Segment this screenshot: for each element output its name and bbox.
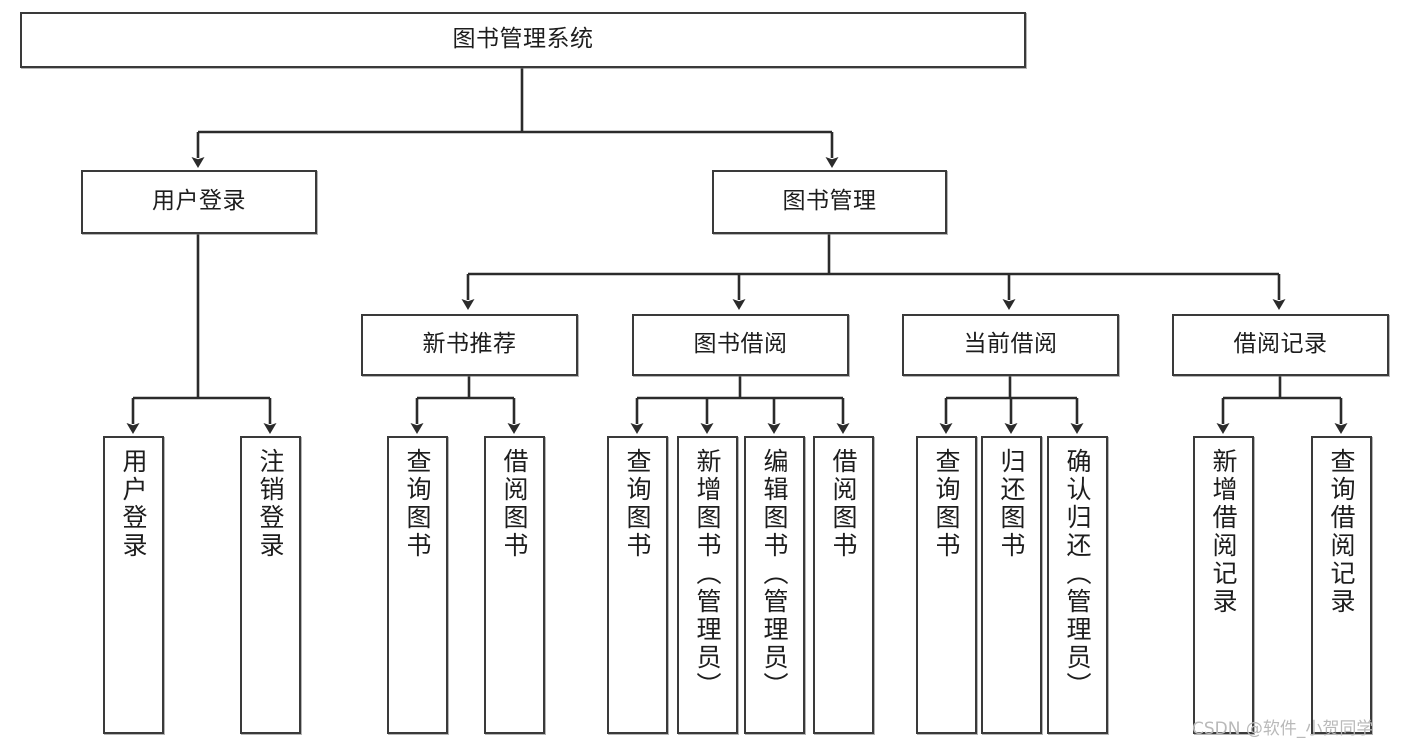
node-label: 查询借阅记录 — [1327, 448, 1356, 616]
node-leaf-query-record[interactable]: 查询借阅记录 — [1311, 436, 1372, 734]
node-label: 查询图书 — [932, 448, 961, 560]
node-label: 借阅记录 — [1233, 331, 1328, 358]
node-leaf-user-login[interactable]: 用户登录 — [103, 436, 164, 734]
node-label: 确认归还（管理员） — [1063, 448, 1092, 700]
node-leaf-borrow-book-2[interactable]: 借阅图书 — [813, 436, 874, 734]
node-user-login[interactable]: 用户登录 — [81, 170, 317, 234]
node-leaf-query-book-2[interactable]: 查询图书 — [607, 436, 668, 734]
node-leaf-borrow-book-1[interactable]: 借阅图书 — [484, 436, 545, 734]
node-label: 当前借阅 — [963, 331, 1058, 358]
node-leaf-add-record[interactable]: 新增借阅记录 — [1193, 436, 1254, 734]
node-leaf-add-book[interactable]: 新增图书（管理员） — [677, 436, 738, 734]
node-label: 新书推荐 — [422, 331, 517, 358]
node-label: 借阅图书 — [500, 448, 529, 560]
node-label: 编辑图书（管理员） — [760, 448, 789, 700]
node-root-book-management-system[interactable]: 图书管理系统 — [20, 12, 1026, 68]
node-label: 归还图书 — [997, 448, 1026, 560]
node-label: 注销登录 — [256, 448, 285, 560]
node-label: 图书管理 — [782, 188, 877, 215]
node-leaf-confirm-return[interactable]: 确认归还（管理员） — [1047, 436, 1108, 734]
watermark: CSDN @软件_小贺同学 — [1192, 719, 1374, 739]
node-label: 图书借阅 — [693, 331, 788, 358]
node-book-management[interactable]: 图书管理 — [712, 170, 947, 234]
node-label: 新增图书（管理员） — [693, 448, 722, 700]
node-label: 图书管理系统 — [452, 26, 594, 53]
node-leaf-return-book[interactable]: 归还图书 — [981, 436, 1042, 734]
node-label: 新增借阅记录 — [1209, 448, 1238, 616]
node-leaf-query-book-1[interactable]: 查询图书 — [387, 436, 448, 734]
node-label: 查询图书 — [623, 448, 652, 560]
node-label: 用户登录 — [152, 188, 246, 215]
node-current-borrow[interactable]: 当前借阅 — [902, 314, 1119, 376]
node-new-book-recommend[interactable]: 新书推荐 — [361, 314, 578, 376]
node-book-borrow[interactable]: 图书借阅 — [632, 314, 849, 376]
node-label: 查询图书 — [403, 448, 432, 560]
node-leaf-query-book-3[interactable]: 查询图书 — [916, 436, 977, 734]
node-borrow-record[interactable]: 借阅记录 — [1172, 314, 1389, 376]
node-label: 借阅图书 — [829, 448, 858, 560]
node-leaf-edit-book[interactable]: 编辑图书（管理员） — [744, 436, 805, 734]
node-leaf-logout-login[interactable]: 注销登录 — [240, 436, 301, 734]
node-label: 用户登录 — [119, 448, 148, 560]
